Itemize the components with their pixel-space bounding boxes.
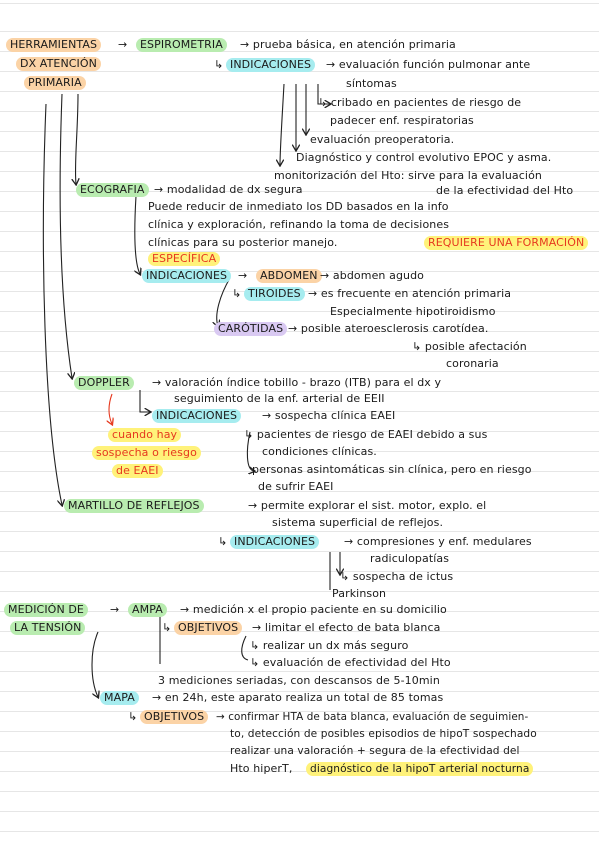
arrow-glyph: → [238, 269, 248, 282]
ampa-label: AMPA [128, 603, 167, 617]
ampa-desc: → medición x el propio paciente en su do… [180, 603, 447, 616]
ecografia-line-1: → modalidad de dx segura [154, 183, 303, 196]
doppler-indicaciones-label: INDICACIONES [152, 409, 242, 423]
martillo-ind-2: ↳ sospecha de ictus [340, 570, 454, 583]
hook-glyph: ↳ [128, 710, 138, 723]
ampa-mediciones: 3 mediciones seriadas, con descansos de … [158, 674, 440, 687]
carotidas-label: CARÓTIDAS [214, 322, 288, 336]
ecografia-requiere-a: REQUIERE UNA FORMACIÓN [424, 236, 589, 250]
espirometria-ind-4: Diagnóstico y control evolutivo EPOC y a… [296, 151, 552, 164]
ecografia-label: ECOGRAFIA [76, 183, 149, 197]
mapa-obj-1: → confirmar HTA de bata blanca, evaluaci… [216, 711, 529, 723]
tiroides-label: TIROIDES [244, 287, 305, 301]
mapa-obj-4a: Hto hiperT, [230, 762, 293, 775]
martillo-ind-3: Parkinson [332, 587, 387, 600]
ampa-obj-3: ↳ evaluación de efectividad del Hto [250, 656, 451, 669]
arrow-to-martillo [42, 103, 62, 505]
doppler-line-2: seguimiento de la enf. arterial de EEII [174, 392, 385, 405]
doppler-ind-2b: condiciones clínicas. [262, 445, 377, 458]
abdomen-text: → abdomen agudo [320, 269, 425, 282]
mapa-obj-4b: diagnóstico de la hipoT arterial nocturn… [306, 762, 534, 776]
espirometria-ind-5b: de la efectividad del Hto [436, 184, 574, 197]
martillo-ind-1a: → compresiones y enf. medulares [344, 535, 532, 548]
doppler-side-note-2: sospecha o riesgo [92, 446, 201, 460]
carotidas-text-b: ↳ posible afectación [412, 340, 527, 353]
espirometria-desc: → prueba básica, en atención primaria [240, 38, 456, 51]
hook-glyph: ↳ [232, 287, 242, 300]
ampa-obj-2: ↳ realizar un dx más seguro [250, 639, 409, 652]
tiroides-text-a: → es frecuente en atención primaria [308, 287, 512, 300]
doppler-side-note-3: de EAEI [112, 464, 163, 478]
espirometria-ind-1a: → evaluación función pulmonar ante [326, 58, 531, 71]
hook-glyph: ↳ [214, 58, 224, 71]
hook-glyph: ↳ [218, 535, 228, 548]
espirometria-ind-2a: ↳ cribado en pacientes de riesgo de [318, 96, 522, 109]
arrow-glyph: → [110, 603, 120, 616]
doppler-line-1: → valoración índice tobillo - brazo (ITB… [152, 376, 442, 389]
tiroides-text-b: Especialmente hipotiroidismo [330, 305, 496, 318]
arrow-glyph: → [118, 38, 128, 51]
martillo-label: MARTILLO DE REFLEJOS [64, 499, 204, 513]
mapa-desc: → en 24h, este aparato realiza un total … [152, 691, 444, 704]
espirometria-ind-3: evaluación preoperatoria. [310, 133, 455, 146]
doppler-ind-3b: de sufrir EAEI [258, 480, 334, 493]
espirometria-ind-1b: síntomas [346, 77, 397, 90]
espirometria-ind-2b: padecer enf. respiratorias [330, 114, 474, 127]
doppler-ind-3a: personas asintomáticas sin clínica, pero… [252, 463, 532, 476]
ecografia-line-4: clínicas para su posterior manejo. [148, 236, 338, 249]
arrow-to-doppler [59, 93, 72, 378]
doppler-ind-1: → sospecha clínica EAEI [262, 409, 396, 422]
ampa-objetivos-label: OBJETIVOS [174, 621, 243, 635]
martillo-line-1: → permite explorar el sist. motor, explo… [248, 499, 487, 512]
martillo-indicaciones-label: INDICACIONES [230, 535, 320, 549]
ecografia-indicaciones-label: INDICACIONES [142, 269, 232, 283]
martillo-ind-1b: radiculopatías [370, 552, 450, 565]
tension-title-line-1: MEDICIÓN DE [4, 603, 88, 617]
hook-glyph: ↳ [162, 621, 172, 634]
doppler-side-note-1: cuando hay [108, 428, 182, 442]
ecografia-requiere-b: ESPECÍFICA [148, 252, 221, 266]
carotidas-text-a: → posible ateroesclerosis carotídea. [288, 322, 489, 335]
mapa-obj-2: to, detección de posibles episodios de h… [230, 728, 537, 740]
carotidas-text-c: coronaria [446, 357, 499, 370]
header-title-line-2: DX ATENCIÓN [16, 57, 101, 71]
doppler-ind-2a: ↳ pacientes de riesgo de EAEI debido a s… [244, 428, 488, 441]
mapa-obj-3: realizar una valoración + segura de la e… [230, 745, 520, 757]
ampa-obj-1: → limitar el efecto de bata blanca [252, 621, 441, 634]
red-arrow [109, 393, 112, 424]
abdomen-label: ABDOMEN [256, 269, 322, 283]
mapa-objetivos-label: OBJETIVOS [140, 710, 209, 724]
martillo-line-2: sistema superficial de reflejos. [272, 516, 444, 529]
arrow-to-ecografia [75, 93, 78, 184]
espirometria-ind-5a: monitorización del Hto: sirve para la ev… [274, 169, 542, 182]
header-title-line-1: HERRAMIENTAS [6, 38, 102, 52]
doppler-label: DOPPLER [74, 376, 134, 390]
espirometria-indicaciones-label: INDICACIONES [226, 58, 316, 72]
tension-title-line-2: LA TENSIÓN [10, 621, 86, 635]
espirometria-label: ESPIROMETRIA [136, 38, 227, 52]
mapa-label: MAPA [100, 691, 139, 705]
ecografia-line-2: Puede reducir de inmediato los DD basado… [148, 200, 449, 213]
header-title-line-3: PRIMARIA [24, 76, 86, 90]
ecografia-line-3: clínica y exploración, refinando la toma… [148, 218, 450, 231]
